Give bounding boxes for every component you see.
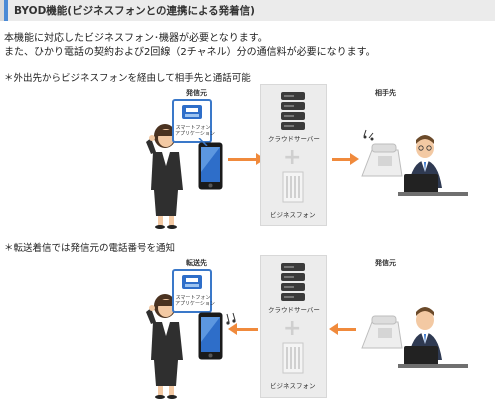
intro-line-1: 本機能に対応したビジネスフォン･機器が必要となります。	[4, 33, 268, 44]
business-phone-unit-icon	[282, 171, 304, 203]
scenario1-caller-label: 発信元	[186, 89, 207, 97]
arrow-left-1	[235, 328, 258, 331]
arrow-right-1	[228, 158, 258, 161]
plus-icon: +	[283, 145, 302, 170]
cloud-server-icon	[281, 92, 305, 130]
smartphone-icon	[198, 312, 223, 360]
scenario2-caller-label: 発信元	[375, 259, 396, 267]
scenario1-receiver-label: 相手先	[375, 89, 396, 97]
cloud-server-icon	[281, 263, 305, 301]
scenario2-caption: ＊転送着信では発信元の電話番号を通知	[4, 243, 176, 254]
businesswoman-figure-icon	[146, 124, 183, 229]
business-phone-unit-icon	[282, 342, 304, 374]
section-header: BYOD機能(ビジネスフォンとの連携による発着信)	[0, 0, 495, 21]
arrow-right-2	[332, 158, 352, 161]
arrowhead-right-2	[350, 153, 359, 165]
header-accent-bar	[4, 0, 8, 21]
app-pointer-icon	[198, 138, 208, 146]
smartphone-app-tile-icon	[172, 99, 212, 143]
arrow-left-2	[336, 328, 356, 331]
smartphone-icon	[198, 142, 223, 190]
scenario1-caption: ＊外出先からビジネスフォンを経由して相手先と通話可能	[4, 73, 251, 84]
scenario2-transfer-label: 転送先	[186, 259, 207, 267]
desk-phone-businessman-icon	[361, 129, 468, 196]
section-title: BYOD機能(ビジネスフォンとの連携による発着信)	[14, 5, 255, 17]
businesswoman-figure-icon	[146, 294, 183, 399]
arrowhead-left-1	[228, 323, 237, 335]
smartphone-app-tile-icon	[172, 269, 212, 313]
scenario1-pbx-label: ビジネスフォン	[270, 211, 316, 219]
scenario1-cloud-label: クラウドサーバー	[268, 135, 320, 143]
scenario2-app-label: スマートフォン アプリケーション	[175, 295, 215, 307]
scenario2-cloud-label: クラウドサーバー	[268, 306, 320, 314]
arrowhead-left-2	[329, 323, 338, 335]
intro-line-2: また、ひかり電話の契約および2回線（2チャネル）分の通信料が必要になります。	[4, 47, 376, 58]
plus-icon: +	[283, 316, 302, 341]
scenario1-app-label: スマートフォン アプリケーション	[175, 125, 215, 137]
desk-phone-businessman-icon	[361, 307, 468, 368]
scenario2-pbx-label: ビジネスフォン	[270, 382, 316, 390]
